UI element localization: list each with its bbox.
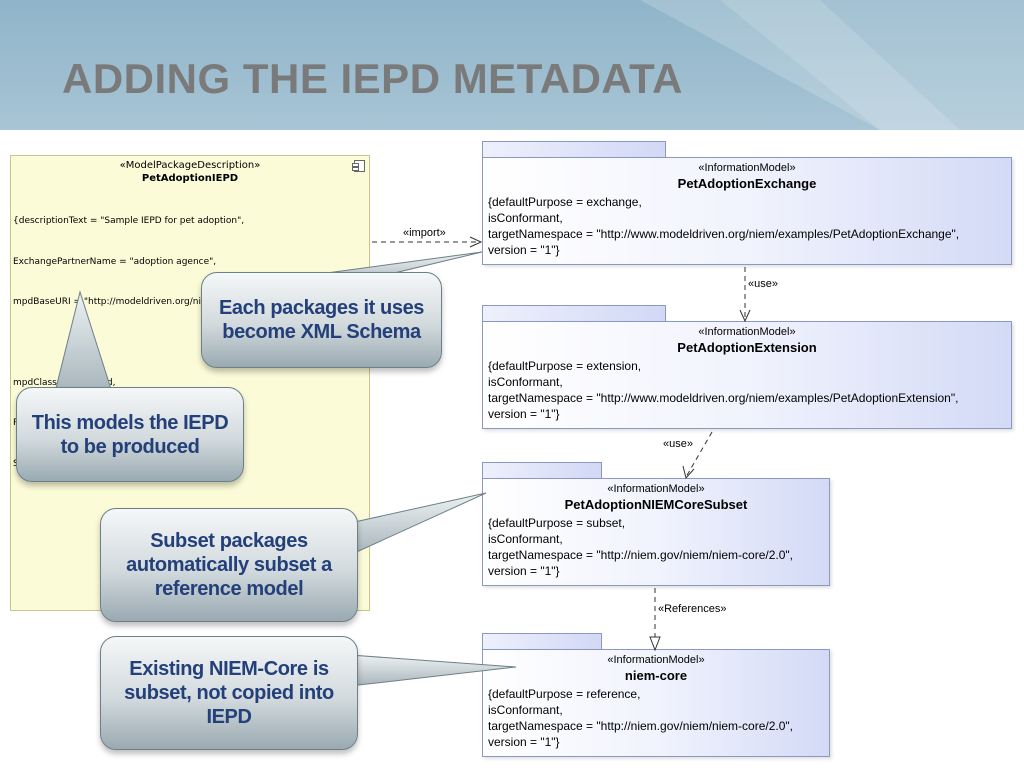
package-stereotype: «InformationModel» xyxy=(607,654,705,666)
package-name: niem-core xyxy=(624,668,688,683)
use-arrowhead-2 xyxy=(682,465,695,480)
package-tags: {defaultPurpose = extension, isConforman… xyxy=(483,358,1011,422)
package-body: «InformationModel» PetAdoptionExtension … xyxy=(482,321,1012,429)
package-tag-line: version = "1"} xyxy=(488,564,560,578)
use-arrowhead-1 xyxy=(739,309,751,323)
package-tag-line: {defaultPurpose = subset, xyxy=(488,516,626,530)
package-name: PetAdoptionExchange xyxy=(677,176,817,191)
package-tab xyxy=(482,633,602,649)
package-pet-adoption-niem-core-subset[interactable]: «InformationModel» PetAdoptionNIEMCoreSu… xyxy=(482,462,830,587)
callout-pointer xyxy=(349,492,487,556)
package-tag-line: targetNamespace = "http://niem.gov/niem/… xyxy=(488,719,793,733)
package-tag-line: version = "1"} xyxy=(488,407,560,421)
package-tab xyxy=(482,462,602,478)
mpd-stereotype: «ModelPackageDescription» xyxy=(119,160,261,171)
callout-text: This models the IEPD to be produced xyxy=(31,411,229,458)
package-tag-line: isConformant, xyxy=(488,703,563,717)
package-tags: {defaultPurpose = subset, isConformant, … xyxy=(483,515,829,579)
package-body: «InformationModel» PetAdoptionNIEMCoreSu… xyxy=(482,478,830,586)
package-tag-line: {defaultPurpose = reference, xyxy=(488,687,641,701)
package-tag-line: isConformant, xyxy=(488,211,563,225)
callout-text: Each packages it uses become XML Schema xyxy=(218,297,425,343)
callout-existing-niem: Existing NIEM-Core is subset, not copied… xyxy=(100,636,358,750)
callout-text: Existing NIEM-Core is subset, not copied… xyxy=(124,658,334,728)
component-icon xyxy=(352,160,365,172)
callout-text: Subset packages automatically subset a r… xyxy=(126,530,332,600)
package-body: «InformationModel» PetAdoptionExchange {… xyxy=(482,157,1012,265)
package-tab xyxy=(482,305,666,321)
package-tab xyxy=(482,141,666,157)
package-tag-line: targetNamespace = "http://www.modeldrive… xyxy=(488,391,959,405)
package-tag-line: isConformant, xyxy=(488,532,563,546)
callout-subset-packages: Subset packages automatically subset a r… xyxy=(100,508,358,622)
callout-pointer xyxy=(54,290,113,393)
package-pet-adoption-extension[interactable]: «InformationModel» PetAdoptionExtension … xyxy=(482,305,1012,430)
package-stereotype: «InformationModel» xyxy=(698,326,796,338)
package-tags: {defaultPurpose = reference, isConforman… xyxy=(483,686,829,750)
package-name: PetAdoptionExtension xyxy=(677,340,817,355)
package-tag-line: {defaultPurpose = exchange, xyxy=(488,195,642,209)
package-tag-line: {defaultPurpose = extension, xyxy=(488,359,642,373)
package-name: PetAdoptionNIEMCoreSubset xyxy=(564,497,748,512)
references-arrowhead xyxy=(649,636,661,652)
package-pet-adoption-exchange[interactable]: «InformationModel» PetAdoptionExchange {… xyxy=(482,141,1012,266)
callout-pointer xyxy=(349,654,517,687)
references-label: «References» xyxy=(658,603,727,615)
callout-packages-schema: Each packages it uses become XML Schema xyxy=(201,272,442,368)
package-tag-line: version = "1"} xyxy=(488,735,560,749)
use-label-2: «use» xyxy=(663,438,693,450)
import-arrowhead xyxy=(469,236,483,248)
package-tags: {defaultPurpose = exchange, isConformant… xyxy=(483,194,1011,258)
callout-models-iepd: This models the IEPD to be produced xyxy=(16,387,244,482)
package-tag-line: version = "1"} xyxy=(488,243,560,257)
mpd-tag-line: ExchangePartnerName = "adoption agence", xyxy=(13,256,217,267)
slide-title: ADDING THE IEPD METADATA xyxy=(62,55,683,102)
package-body: «InformationModel» niem-core {defaultPur… xyxy=(482,649,830,757)
import-label: «import» xyxy=(403,227,446,239)
use-label-1: «use» xyxy=(748,278,778,290)
package-niem-core[interactable]: «InformationModel» niem-core {defaultPur… xyxy=(482,633,830,758)
package-stereotype: «InformationModel» xyxy=(607,483,705,495)
package-stereotype: «InformationModel» xyxy=(698,162,796,174)
mpd-name: PetAdoptionIEPD xyxy=(141,173,239,184)
package-tag-line: isConformant, xyxy=(488,375,563,389)
package-tag-line: targetNamespace = "http://niem.gov/niem/… xyxy=(488,548,793,562)
mpd-tag-line: {descriptionText = "Sample IEPD for pet … xyxy=(13,216,245,226)
package-tag-line: targetNamespace = "http://www.modeldrive… xyxy=(488,227,960,241)
